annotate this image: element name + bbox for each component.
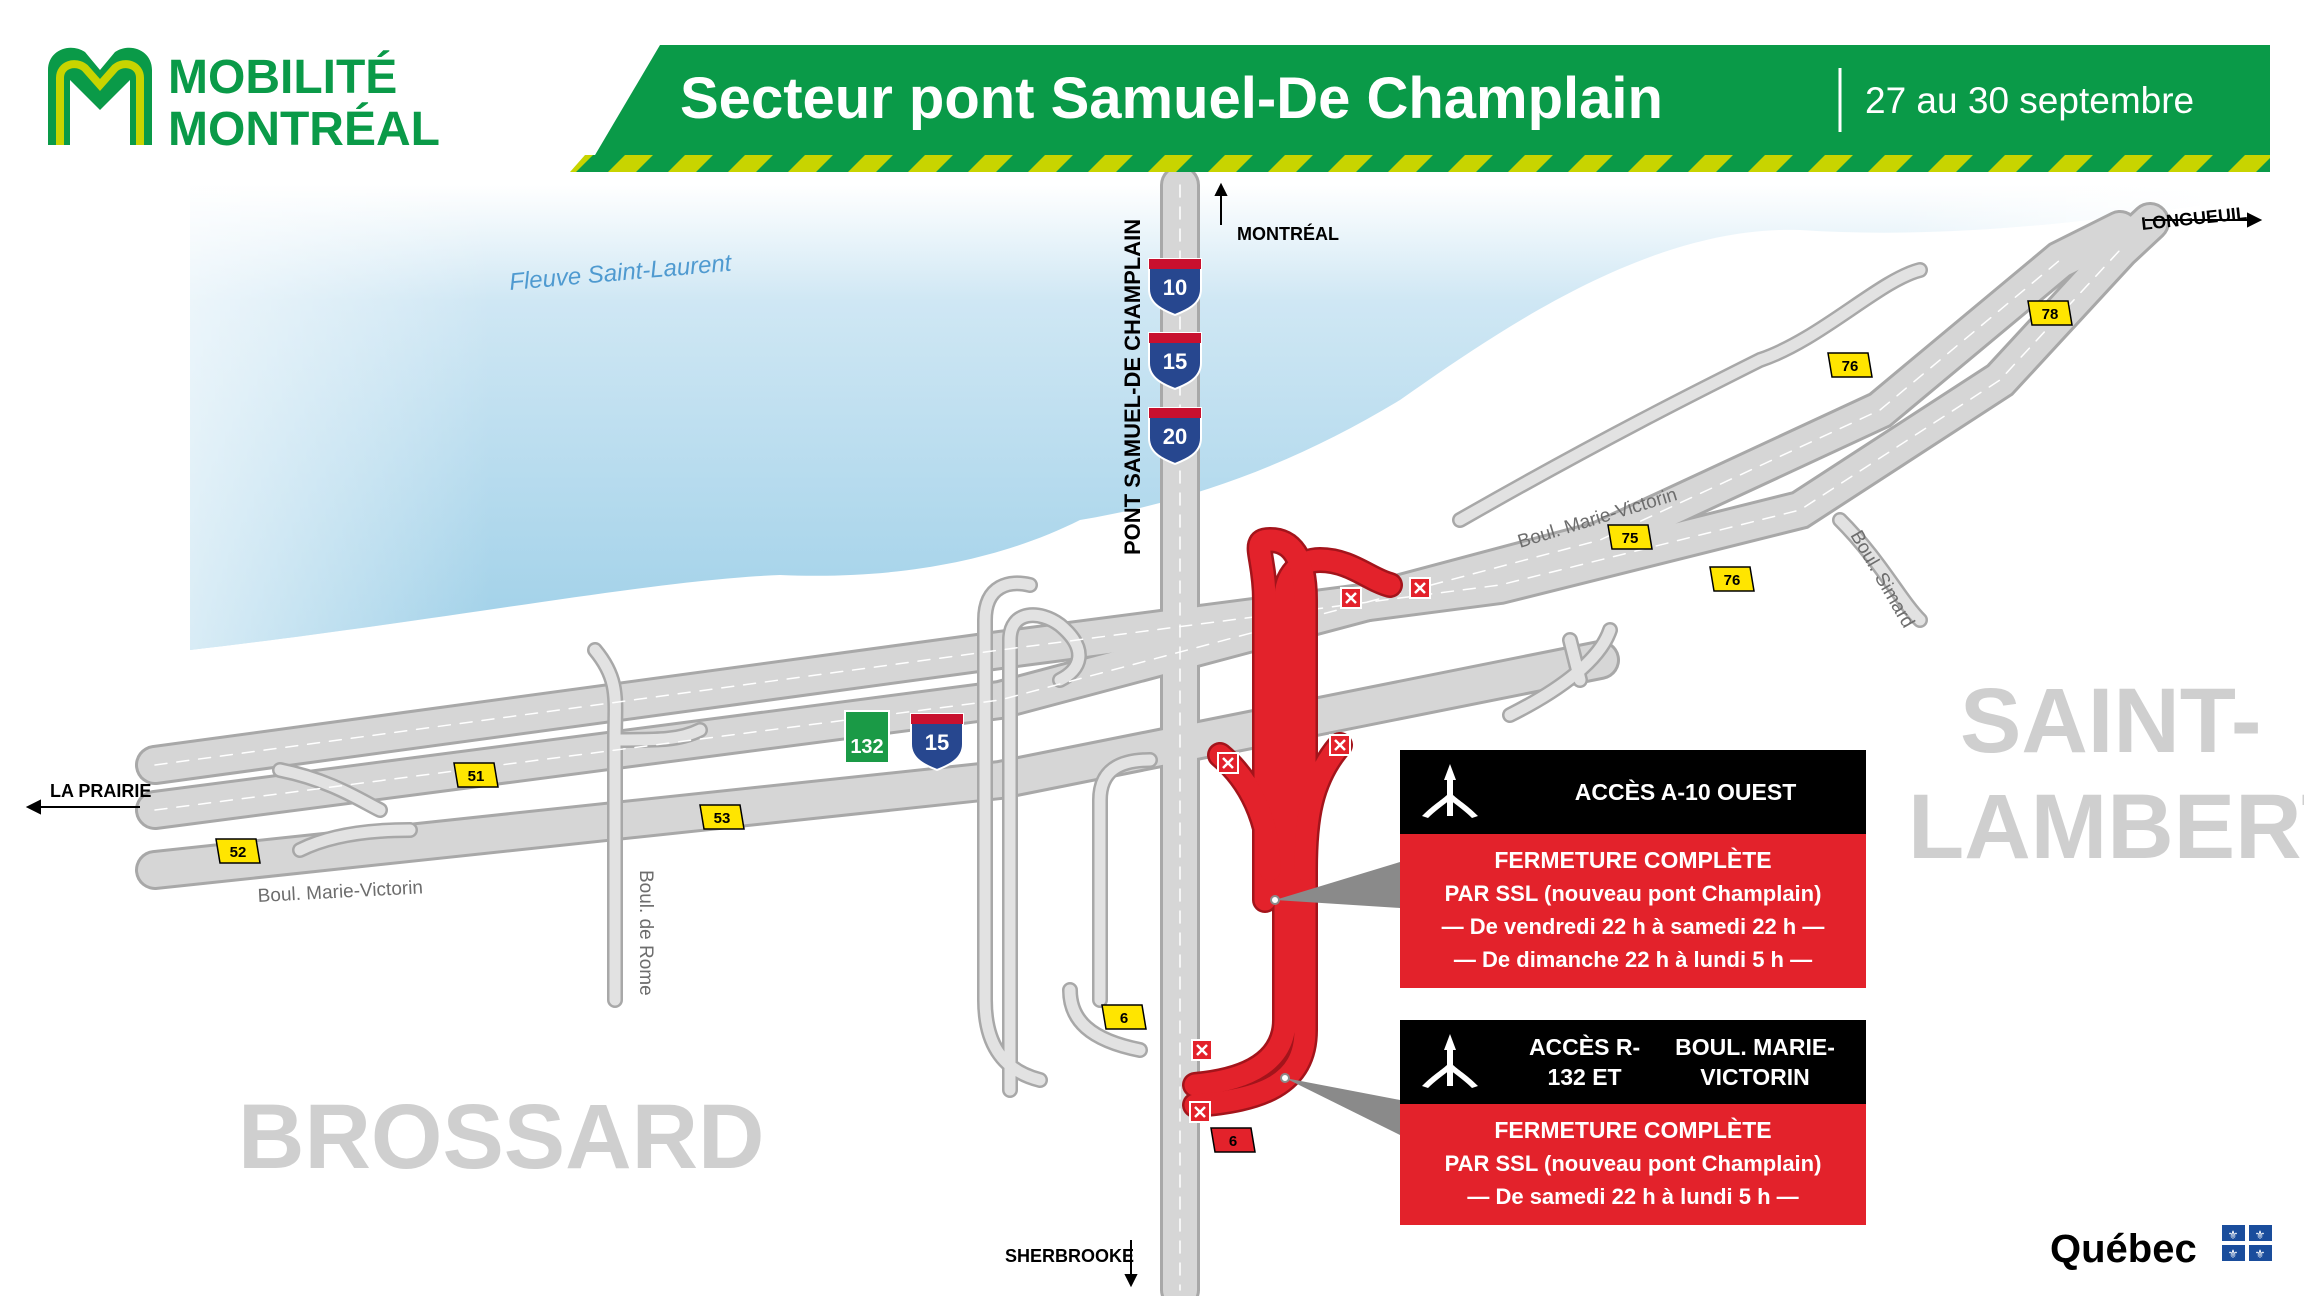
svg-text:6: 6: [1120, 1010, 1128, 1027]
svg-text:53: 53: [714, 810, 731, 827]
quebec-wordmark: Québec: [2050, 1227, 2197, 1271]
svg-text:51: 51: [468, 768, 485, 785]
ramp-icon: [1422, 1034, 1478, 1088]
svg-text:⚜: ⚜: [2228, 1247, 2239, 1261]
svg-text:15: 15: [925, 730, 949, 755]
svg-text:20: 20: [1163, 424, 1187, 449]
svg-text:132: 132: [850, 736, 883, 758]
svg-text:6: 6: [1229, 1133, 1237, 1150]
dest-south: SHERBROOKE: [1005, 1246, 1134, 1266]
svg-text:52: 52: [230, 844, 247, 861]
notice-period-2: — De dimanche 22 h à lundi 5 h —: [1453, 947, 1813, 972]
brand-logo: [48, 47, 152, 146]
header-title: Secteur pont Samuel-De Champlain: [680, 66, 1663, 131]
ramp-icon: [1422, 764, 1478, 818]
svg-text:⚜: ⚜: [2255, 1247, 2266, 1261]
notice-period-1: — De vendredi 22 h à samedi 22 h —: [1441, 914, 1825, 939]
header-date: 27 au 30 septembre: [1865, 80, 2194, 121]
svg-text:15: 15: [1163, 349, 1187, 374]
notice-r132-marie-victorin: ACCÈS R-132 ET BOUL. MARIE-VICTORIN FERM…: [1400, 1020, 1866, 1225]
svg-text:⚜: ⚜: [2255, 1228, 2266, 1242]
street-rome: Boul. de Rome: [635, 870, 656, 996]
svg-text:78: 78: [2042, 306, 2059, 323]
notice-scope: PAR SSL (nouveau pont Champlain): [1444, 1151, 1822, 1176]
notice-scope: PAR SSL (nouveau pont Champlain): [1444, 881, 1822, 906]
svg-text:75: 75: [1622, 530, 1639, 547]
street-marie-victorin-w: Boul. Marie-Victorin: [257, 877, 423, 907]
notice-title: ACCÈS R-132 ET BOUL. MARIE-VICTORIN: [1515, 1020, 1856, 1104]
city-saint-lambert-2: LAMBERT: [1908, 776, 2304, 878]
svg-text:76: 76: [1842, 358, 1859, 375]
svg-text:76: 76: [1724, 572, 1741, 589]
dest-north: MONTRÉAL: [1237, 223, 1339, 244]
header-banner: [570, 45, 2270, 172]
callout-pointer-1: [1275, 862, 1400, 908]
brand-line1: MOBILITÉ: [168, 50, 397, 104]
notice-status: FERMETURE COMPLÈTE: [1494, 1117, 1772, 1143]
notice-title-line2: BOUL. MARIE-VICTORIN: [1675, 1034, 1835, 1090]
exit-tags: 51 52 53 6 75 76 76 78 6: [215, 300, 2073, 1153]
notice-period-1: — De samedi 22 h à lundi 5 h —: [1467, 1184, 1799, 1209]
street-simard: Boul. Simard: [1846, 527, 1919, 632]
notice-status: FERMETURE COMPLÈTE: [1494, 847, 1772, 873]
dest-west: LA PRAIRIE: [50, 781, 151, 801]
svg-text:⚜: ⚜: [2228, 1228, 2239, 1242]
notice-body: FERMETURE COMPLÈTE PAR SSL (nouveau pont…: [1400, 1104, 1866, 1225]
notice-header: ACCÈS A-10 OUEST: [1400, 750, 1866, 834]
notice-header: ACCÈS R-132 ET BOUL. MARIE-VICTORIN: [1400, 1020, 1866, 1104]
bridge-label: PONT SAMUEL-DE CHAMPLAIN: [1120, 219, 1145, 555]
closed-ramps: [1182, 526, 1403, 1118]
notice-a10-ouest: ACCÈS A-10 OUEST FERMETURE COMPLÈTE PAR …: [1400, 750, 1866, 988]
direction-arrows: [25, 182, 2263, 1288]
city-brossard: BROSSARD: [238, 1086, 764, 1188]
svg-text:10: 10: [1163, 275, 1187, 300]
quebec-logo: Québec ⚜ ⚜ ⚜ ⚜: [2050, 1225, 2272, 1271]
notice-title-line1: ACCÈS R-132 ET: [1528, 1034, 1641, 1090]
highway-shields: 10 15 20 15 132: [844, 258, 1202, 772]
notice-title: ACCÈS A-10 OUEST: [1574, 779, 1797, 805]
city-saint-lambert-1: SAINT-: [1960, 670, 2262, 772]
callout-pointer-2: [1285, 1078, 1400, 1135]
notice-body: FERMETURE COMPLÈTE PAR SSL (nouveau pont…: [1400, 834, 1866, 988]
brand-line2: MONTRÉAL: [168, 102, 440, 156]
